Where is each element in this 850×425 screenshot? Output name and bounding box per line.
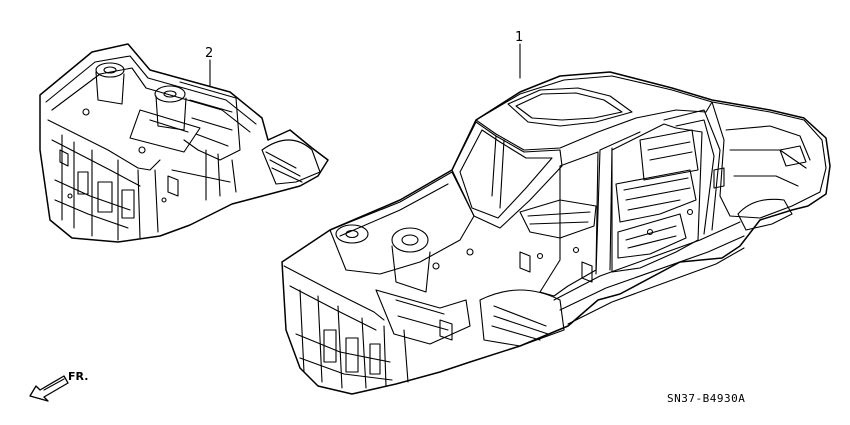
front-direction-label: FR. <box>68 370 89 383</box>
front-bulkhead-drawing <box>40 44 328 242</box>
front-direction-arrow-icon <box>30 376 68 401</box>
body-shell-drawing <box>282 72 830 394</box>
diagram-code: SN37-B4930A <box>667 392 746 405</box>
callout-label-1: 1 <box>515 30 524 45</box>
callout-label-2: 2 <box>205 46 214 61</box>
